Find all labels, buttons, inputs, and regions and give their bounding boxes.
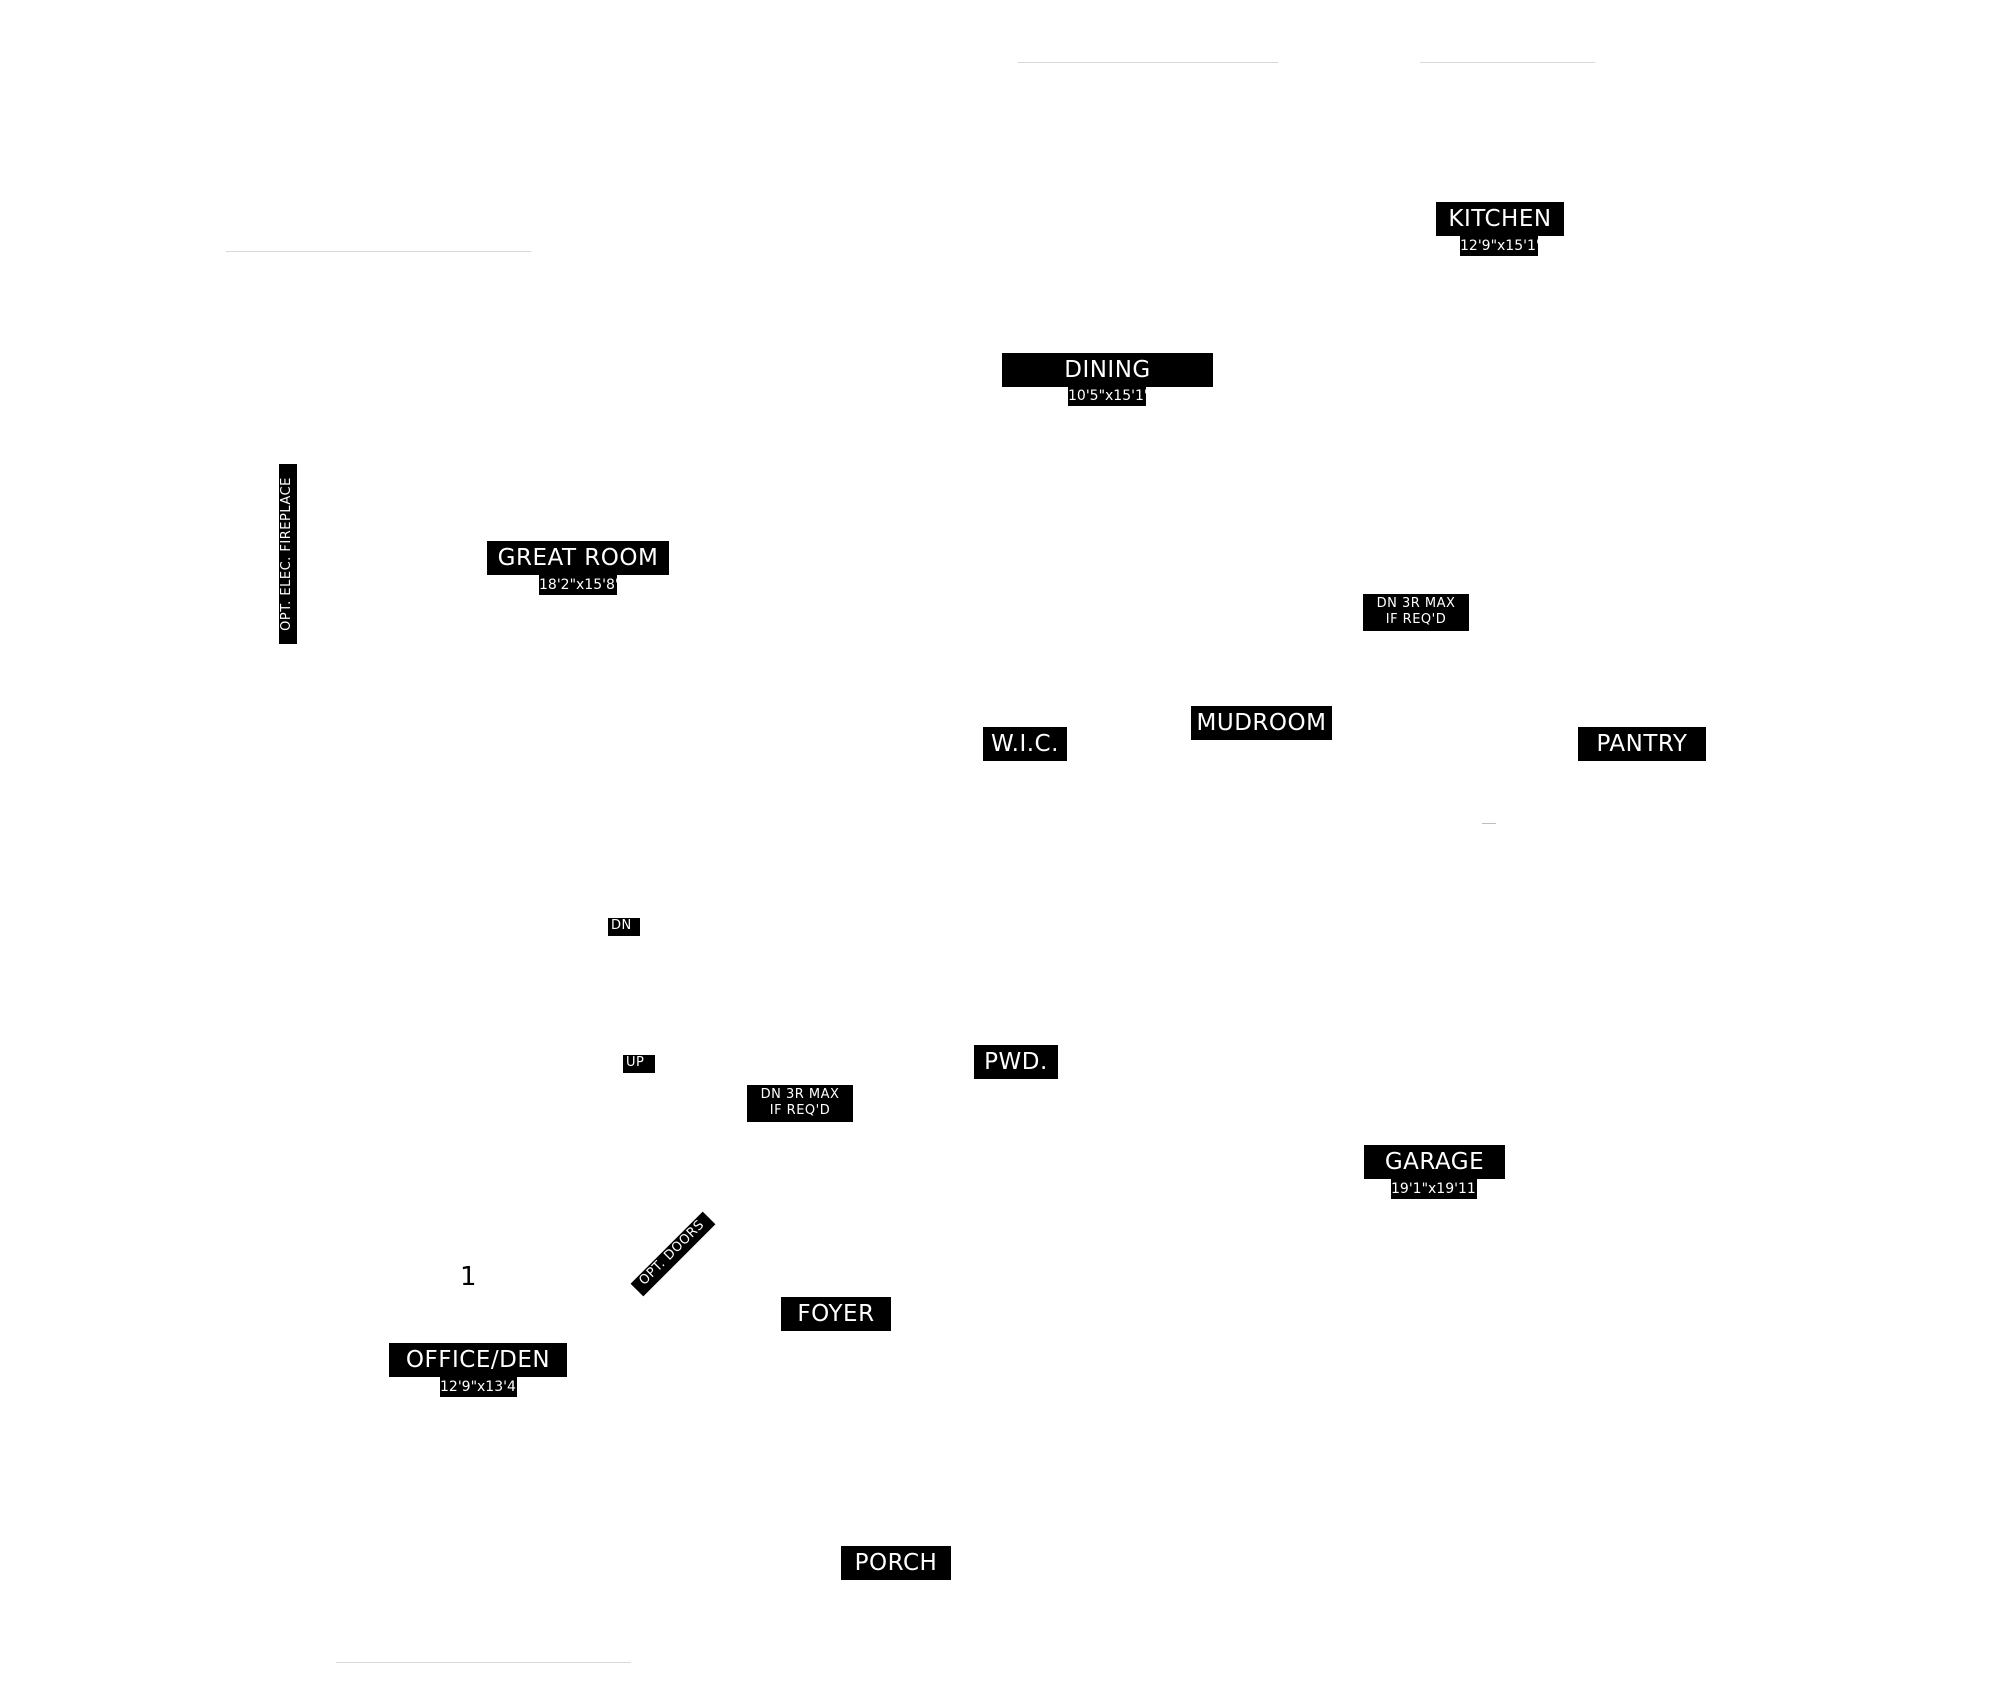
powder-room-label: PWD. xyxy=(974,1045,1058,1079)
plan-line xyxy=(1018,62,1278,63)
stair-up-label: UP xyxy=(623,1055,655,1073)
plan-line xyxy=(336,1662,631,1663)
kitchen-dimensions: 12'9"x15'1" xyxy=(1460,236,1543,256)
foyer-label: FOYER xyxy=(781,1297,891,1331)
office-den-label: OFFICE/DEN xyxy=(389,1343,567,1377)
wic-label: W.I.C. xyxy=(983,727,1067,761)
kitchen-label: KITCHEN xyxy=(1436,202,1564,236)
room-number-marker: 1 xyxy=(460,1262,477,1292)
stair-note-upper: DN 3R MAX IF REQ'D xyxy=(1363,594,1469,631)
great-room-dimensions: 18'2"x15'8" xyxy=(539,575,622,595)
stair-dn-label: DN xyxy=(608,918,640,936)
dining-dimensions: 10'5"x15'1" xyxy=(1068,386,1151,406)
plan-line xyxy=(226,251,531,252)
office-den-dimensions: 12'9"x13'4" xyxy=(440,1377,523,1397)
stair-note-lower: DN 3R MAX IF REQ'D xyxy=(747,1085,853,1122)
plan-line xyxy=(1420,62,1595,63)
mudroom-label: MUDROOM xyxy=(1191,706,1332,740)
optional-doors-note: OPT. DOORS xyxy=(630,1211,716,1297)
porch-label: PORCH xyxy=(841,1546,951,1580)
dining-label: DINING xyxy=(1002,353,1213,387)
pantry-label: PANTRY xyxy=(1578,727,1706,761)
plan-line xyxy=(1482,823,1496,824)
garage-dimensions: 19'1"x19'11" xyxy=(1391,1179,1483,1199)
great-room-label: GREAT ROOM xyxy=(487,541,669,575)
garage-label: GARAGE xyxy=(1364,1145,1505,1179)
fireplace-note: OPT. ELEC. FIREPLACE xyxy=(279,464,297,644)
